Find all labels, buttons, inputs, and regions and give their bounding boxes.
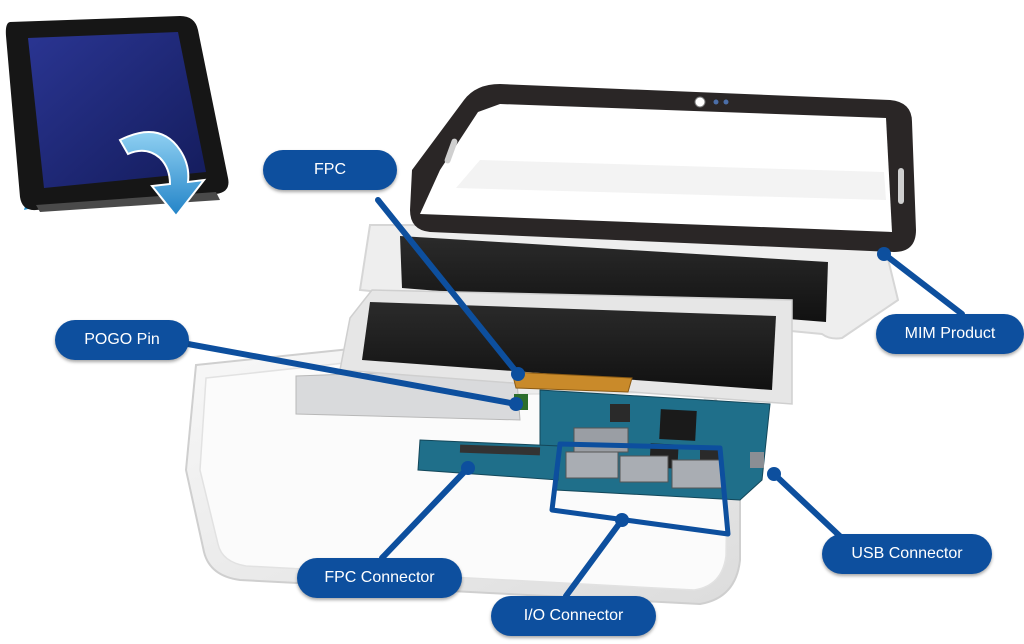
callout-fpc: FPC <box>263 150 397 190</box>
callout-mim-product: MIM Product <box>876 314 1024 354</box>
callout-io-connector: I/O Connector <box>491 596 656 636</box>
leader-dots <box>461 247 891 527</box>
callout-usb-connector: USB Connector <box>822 534 992 574</box>
leader-fpc <box>375 197 521 377</box>
fpc-ribbon <box>511 371 633 393</box>
callout-pogo-pin: POGO Pin <box>55 320 189 360</box>
io-connector-outline <box>549 441 731 537</box>
curved-arrow-icon <box>118 131 207 218</box>
leader-pogo-pin <box>185 341 519 407</box>
display-assembly <box>339 223 900 405</box>
callout-fpc-connector: FPC Connector <box>297 558 462 598</box>
leader-io-connector <box>563 517 625 599</box>
leader-mim-product <box>881 251 965 317</box>
top-bezel-frame <box>410 84 916 252</box>
leader-fpc-connector <box>379 465 471 561</box>
leader-lines <box>185 197 965 599</box>
leader-usb-connector <box>771 471 847 543</box>
